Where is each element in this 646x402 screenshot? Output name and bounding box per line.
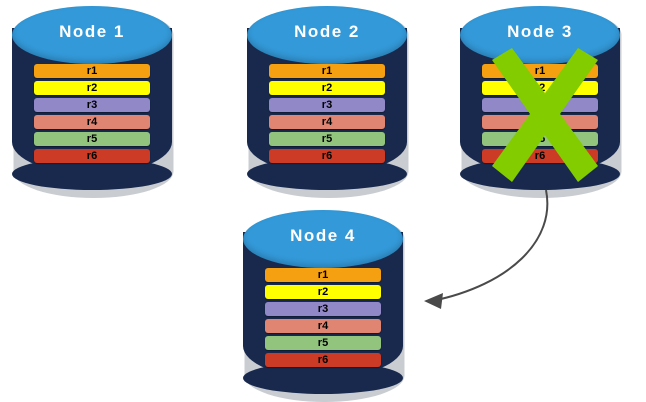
- record-r2[interactable]: r2: [269, 81, 385, 95]
- node-4-cylinder-top: [243, 210, 403, 268]
- record-r2[interactable]: r2: [34, 81, 150, 95]
- record-r3[interactable]: r3: [34, 98, 150, 112]
- record-r3[interactable]: r3: [269, 98, 385, 112]
- node-2[interactable]: Node 2 r1 r2 r3 r4 r5 r6: [247, 6, 409, 198]
- record-r2[interactable]: r2: [482, 81, 598, 95]
- record-r6[interactable]: r6: [34, 149, 150, 163]
- record-r1[interactable]: r1: [265, 268, 381, 282]
- record-r1[interactable]: r1: [482, 64, 598, 78]
- record-r1[interactable]: r1: [34, 64, 150, 78]
- curved-arrow-icon: [424, 189, 549, 309]
- record-r6[interactable]: r6: [269, 149, 385, 163]
- node-4[interactable]: Node 4 r1 r2 r3 r4 r5 r6: [243, 210, 405, 402]
- node-1[interactable]: Node 1 r1 r2 r3 r4 r5 r6: [12, 6, 174, 198]
- node-2-cylinder-top: [247, 6, 407, 64]
- record-r6[interactable]: r6: [265, 353, 381, 367]
- record-r4[interactable]: r4: [269, 115, 385, 129]
- record-r6[interactable]: r6: [482, 149, 598, 163]
- record-r1[interactable]: r1: [269, 64, 385, 78]
- record-r5[interactable]: r5: [34, 132, 150, 146]
- record-r4[interactable]: r4: [34, 115, 150, 129]
- node-1-record-list: r1 r2 r3 r4 r5 r6: [34, 64, 150, 163]
- node-4-record-list: r1 r2 r3 r4 r5 r6: [265, 268, 381, 367]
- arrow-path: [431, 189, 549, 302]
- node-3-cylinder-top: [460, 6, 620, 64]
- record-r2[interactable]: r2: [265, 285, 381, 299]
- arrow-head: [424, 293, 443, 309]
- record-r4[interactable]: r4: [265, 319, 381, 333]
- record-r3[interactable]: r3: [482, 98, 598, 112]
- record-r5[interactable]: r5: [269, 132, 385, 146]
- record-r3[interactable]: r3: [265, 302, 381, 316]
- node-3-record-list: r1 r2 r3 r4 r5 r6: [482, 64, 598, 163]
- node-3[interactable]: Node 3 r1 r2 r3 r4 r5 r6: [460, 6, 622, 198]
- node-2-record-list: r1 r2 r3 r4 r5 r6: [269, 64, 385, 163]
- node-1-cylinder-top: [12, 6, 172, 64]
- record-r5[interactable]: r5: [482, 132, 598, 146]
- record-r4[interactable]: r4: [482, 115, 598, 129]
- record-r5[interactable]: r5: [265, 336, 381, 350]
